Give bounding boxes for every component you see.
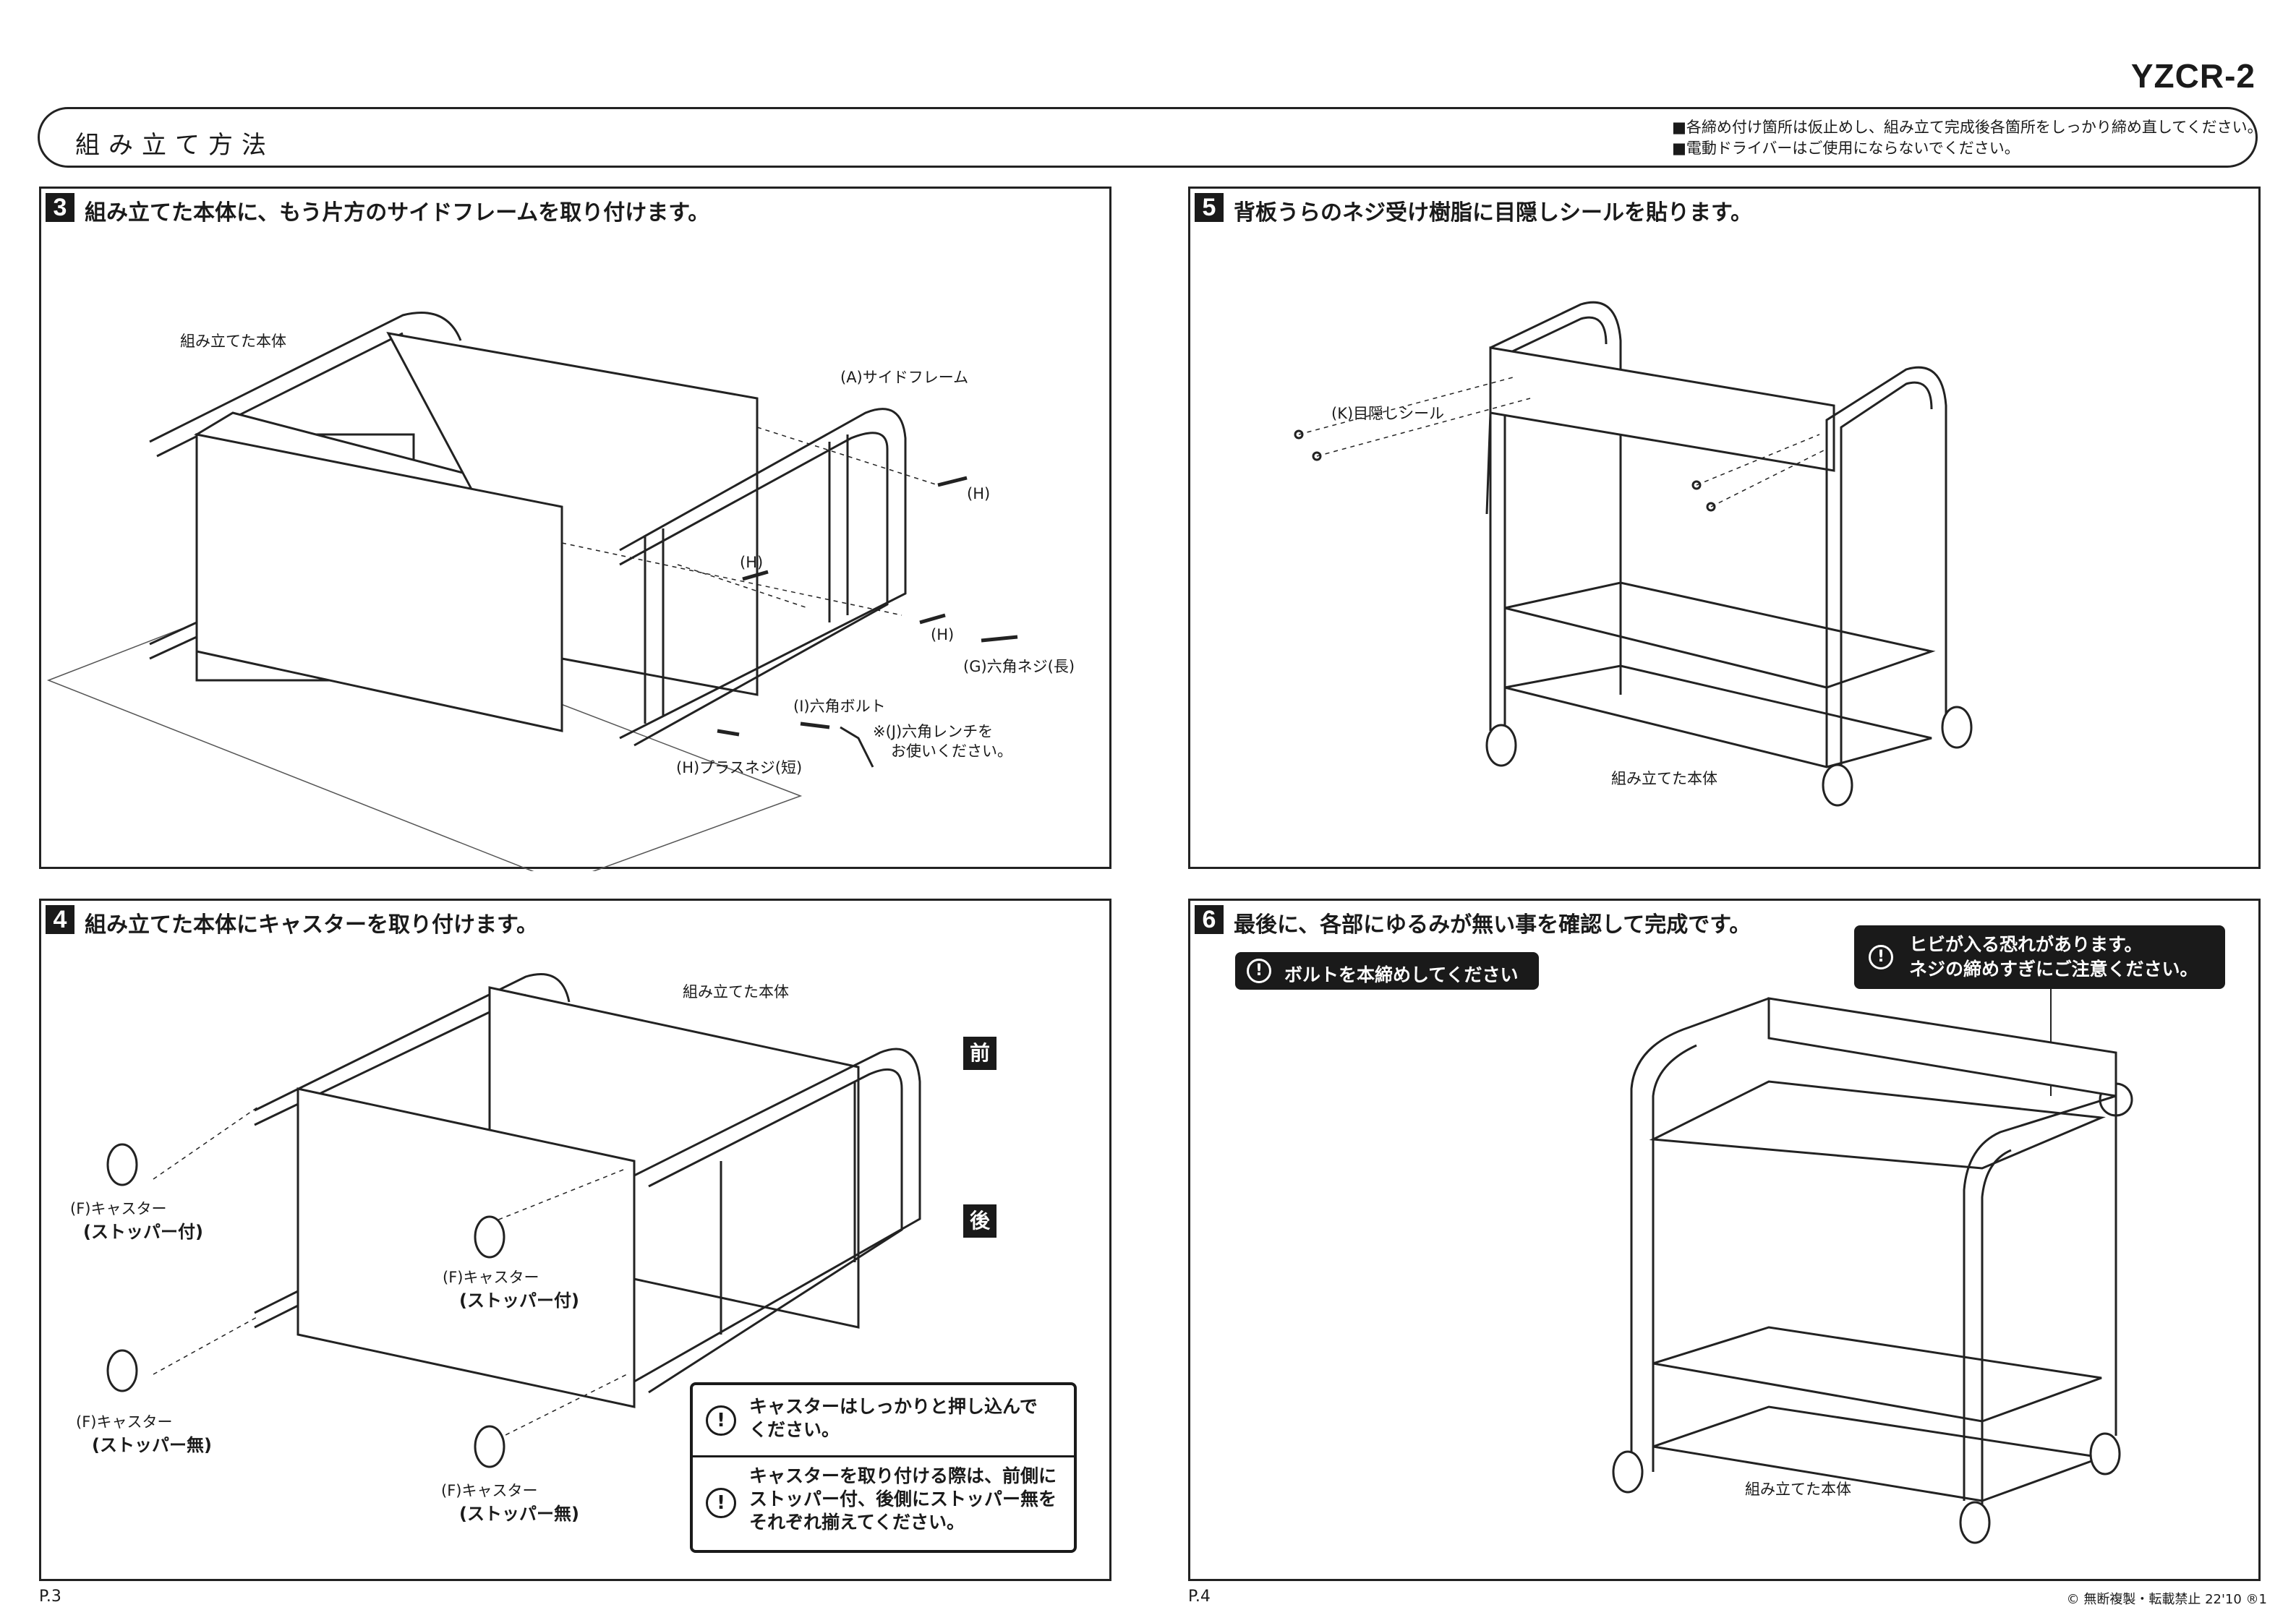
label-caster-d-type: (ストッパー無)	[459, 1504, 579, 1524]
label-h-1: (H)	[967, 485, 991, 502]
front-tag: 前	[963, 1037, 997, 1070]
notice-orientation: キャスターを取り付ける際は、前側に ストッパー付、後側にストッパー無を それぞれ…	[749, 1465, 1057, 1533]
header-notes: ■各締め付け箇所は仮止めし、組み立て完成後各箇所をしっかり締め直してください。 …	[1672, 117, 2263, 159]
warning-bolt: ! ボルトを本締めしてください	[1235, 952, 1539, 990]
caster-b	[474, 1215, 505, 1259]
bolt-i	[800, 721, 830, 729]
step-title: 背板うらのネジ受け樹脂に目隠しシールを貼ります。	[1234, 200, 1752, 226]
right-frame	[1963, 1094, 2117, 1501]
label-body: 組み立てた本体	[180, 333, 286, 350]
warning-icon: !	[1247, 959, 1271, 983]
warning-icon: !	[1869, 945, 1893, 969]
warning-icon: !	[706, 1405, 736, 1436]
label-seal: (K)目隠しシール	[1331, 405, 1445, 422]
seal-4	[1706, 502, 1716, 512]
warning-crack: ! ヒビが入る恐れがあります。 ネジの締めすぎにご注意ください。	[1854, 925, 2225, 989]
label-h-3: (H)	[931, 626, 955, 643]
bottom-shelf	[1652, 1405, 2102, 1502]
step-5-panel: 5 背板うらのネジ受け樹脂に目隠しシールを貼ります。 (K)目隠しシール 組み立…	[1188, 187, 2261, 869]
frame-rail-top	[149, 312, 462, 443]
notice-push-in: キャスターはしっかりと押し込んで ください。	[749, 1396, 1038, 1440]
left-frame	[1489, 301, 1622, 731]
step-number: 6	[1195, 905, 1224, 934]
step-6-illustration	[1612, 989, 2133, 1544]
back-panel	[1489, 346, 1835, 472]
side-frame	[633, 1048, 921, 1383]
step-title: 最後に、各部にゆるみが無い事を確認して完成です。	[1234, 912, 1751, 938]
screw-h-3	[919, 613, 946, 625]
label-caster-a-type: (ストッパー付)	[83, 1222, 203, 1242]
side-panel	[296, 1087, 636, 1408]
bottom-shelf	[1504, 664, 1932, 768]
label-caster-b-type: (ストッパー付)	[459, 1290, 579, 1311]
caster	[1941, 706, 1973, 749]
screw-g	[981, 635, 1018, 643]
label-j-2: お使いください。	[891, 742, 1012, 760]
step-number: 5	[1195, 193, 1224, 222]
upper-shelf	[1649, 1080, 2106, 1170]
page-number-right: P.4	[1188, 1588, 1211, 1606]
step-3-panel: 3 組み立てた本体に、もう片方のサイドフレームを取り付けます。	[39, 187, 1111, 871]
caster-notice-box: ! キャスターはしっかりと押し込んで ください。 ! キャスターを取り付ける際は…	[690, 1382, 1077, 1553]
step-title: 組み立てた本体に、もう片方のサイドフレームを取り付けます。	[85, 200, 710, 226]
top-surface	[1767, 997, 2117, 1097]
step-4-illustration	[106, 973, 921, 1468]
caster	[1959, 1501, 1991, 1544]
label-i: (I)六角ボルト	[793, 698, 886, 715]
label-h-short: (H)プラスネジ(短)	[676, 759, 803, 776]
label-caster-c: (F)キャスター	[76, 1413, 173, 1431]
screw-h-1	[937, 476, 968, 487]
label-side-frame: (A)サイドフレーム	[840, 369, 969, 386]
label-h-2: (H)	[740, 554, 764, 571]
screw-h-2	[742, 570, 769, 581]
label-body: 組み立てた本体	[683, 983, 789, 1001]
right-frame	[1825, 366, 1947, 767]
label-body: 組み立てた本体	[1611, 770, 1717, 787]
caster	[1485, 724, 1517, 767]
left-frame	[1630, 997, 1770, 1465]
page-title: 組み立て方法	[75, 131, 275, 160]
page-number-left: P.3	[39, 1588, 61, 1606]
copyright: © 無断複製・転載禁止 22'10 ®1	[2066, 1592, 2267, 1607]
label-g: (G)六角ネジ(長)	[963, 658, 1075, 675]
step-4-panel: 4 組み立てた本体にキャスターを取り付けます。 組み立てた本体 前 後 (F)キ…	[39, 899, 1111, 1581]
caster-d	[474, 1425, 505, 1468]
back-tag: 後	[963, 1204, 997, 1238]
side-frame-a	[619, 408, 907, 740]
hex-wrench	[840, 726, 874, 768]
step-title: 組み立てた本体にキャスターを取り付けます。	[85, 912, 538, 938]
middle-shelf	[1504, 581, 1936, 689]
step-5-illustration	[1294, 301, 1973, 807]
header-bar	[38, 107, 2258, 168]
seal-1	[1294, 429, 1304, 440]
label-caster-c-type: (ストッパー無)	[92, 1435, 212, 1455]
label-j-1: ※(J)六角レンチを	[873, 723, 994, 740]
side-panel-front	[195, 433, 563, 732]
seal-3	[1691, 480, 1702, 490]
label-caster-a: (F)キャスター	[70, 1200, 167, 1217]
step-3-illustration	[46, 312, 1018, 871]
screw-h-short	[717, 729, 740, 737]
label-caster-d: (F)キャスター	[441, 1482, 538, 1499]
caster	[1612, 1450, 1644, 1494]
label-body: 組み立てた本体	[1745, 1481, 1851, 1498]
note-no-electric-driver: ■電動ドライバーはご使用にならないでください。	[1672, 140, 2020, 157]
caster	[2089, 1432, 2121, 1476]
step-number: 4	[46, 905, 74, 934]
caster-a	[106, 1143, 138, 1186]
middle-shelf	[1652, 1326, 2102, 1423]
model-number: YZCR-2	[2130, 57, 2256, 95]
caster-c	[106, 1349, 138, 1392]
caster	[1822, 763, 1853, 807]
step-6-panel: 6 最後に、各部にゆるみが無い事を確認して完成です。 ! ボルトを本締めしてくだ…	[1188, 899, 2261, 1581]
warning-icon: !	[706, 1488, 736, 1518]
label-caster-b: (F)キャスター	[443, 1269, 539, 1286]
seal-2	[1312, 451, 1322, 461]
step-number: 3	[46, 193, 74, 222]
note-temporary-tighten: ■各締め付け箇所は仮止めし、組み立て完成後各箇所をしっかり締め直してください。	[1672, 119, 2263, 136]
